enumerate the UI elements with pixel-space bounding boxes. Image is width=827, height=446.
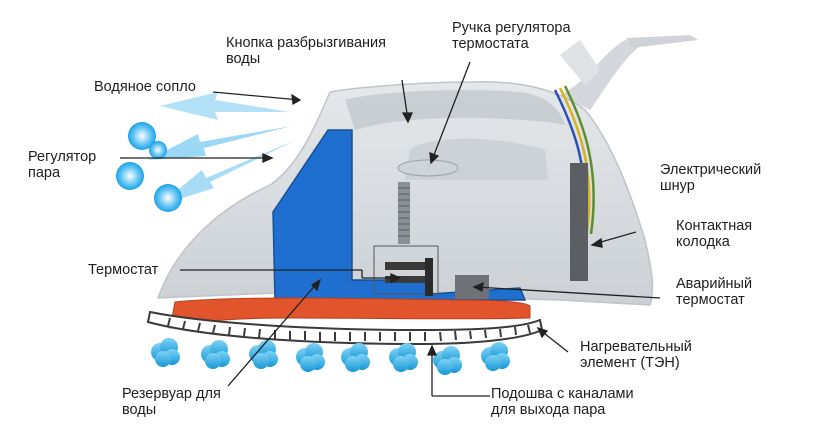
label-heating-element: Нагревательный элемент (ТЭН) bbox=[580, 339, 692, 371]
steam-cloud-icon bbox=[249, 340, 278, 369]
label-water-nozzle: Водяное сопло bbox=[94, 79, 196, 95]
heating-element bbox=[169, 297, 531, 329]
steam-cloud-icon bbox=[201, 340, 230, 369]
spray-burst-icon bbox=[116, 122, 182, 212]
iron-handle bbox=[560, 35, 698, 110]
steam-cloud-icon bbox=[151, 338, 180, 367]
terminal-block bbox=[570, 163, 588, 281]
label-spray-button: Кнопка разбрызгивания воды bbox=[226, 35, 386, 67]
label-thermostat: Термостат bbox=[88, 262, 159, 278]
label-water-tank: Резервуар для воды bbox=[122, 386, 221, 418]
steam-cloud-icon bbox=[481, 342, 510, 371]
label-power-cord: Электрический шнур bbox=[660, 162, 762, 194]
steam-cloud-icons bbox=[151, 338, 510, 375]
steam-cloud-icon bbox=[341, 343, 370, 372]
steam-cloud-icon bbox=[433, 346, 462, 375]
label-steam-regulator: Регулятор пара bbox=[28, 149, 97, 181]
label-thermostat-knob: Ручка регулятора термостата bbox=[452, 20, 571, 52]
label-terminal-block: Контактная колодка bbox=[676, 218, 753, 250]
thermostat-assembly bbox=[373, 245, 439, 296]
label-soleplate: Подошва с каналами для выхода пара bbox=[491, 386, 634, 418]
leader-lines bbox=[120, 61, 661, 397]
thermostat-knob bbox=[397, 159, 459, 244]
spray-arrows bbox=[148, 92, 296, 206]
steam-cloud-icon bbox=[296, 343, 325, 372]
steam-cloud-icon bbox=[389, 343, 418, 372]
label-safety-thermostat: Аварийный термостат bbox=[676, 276, 753, 308]
